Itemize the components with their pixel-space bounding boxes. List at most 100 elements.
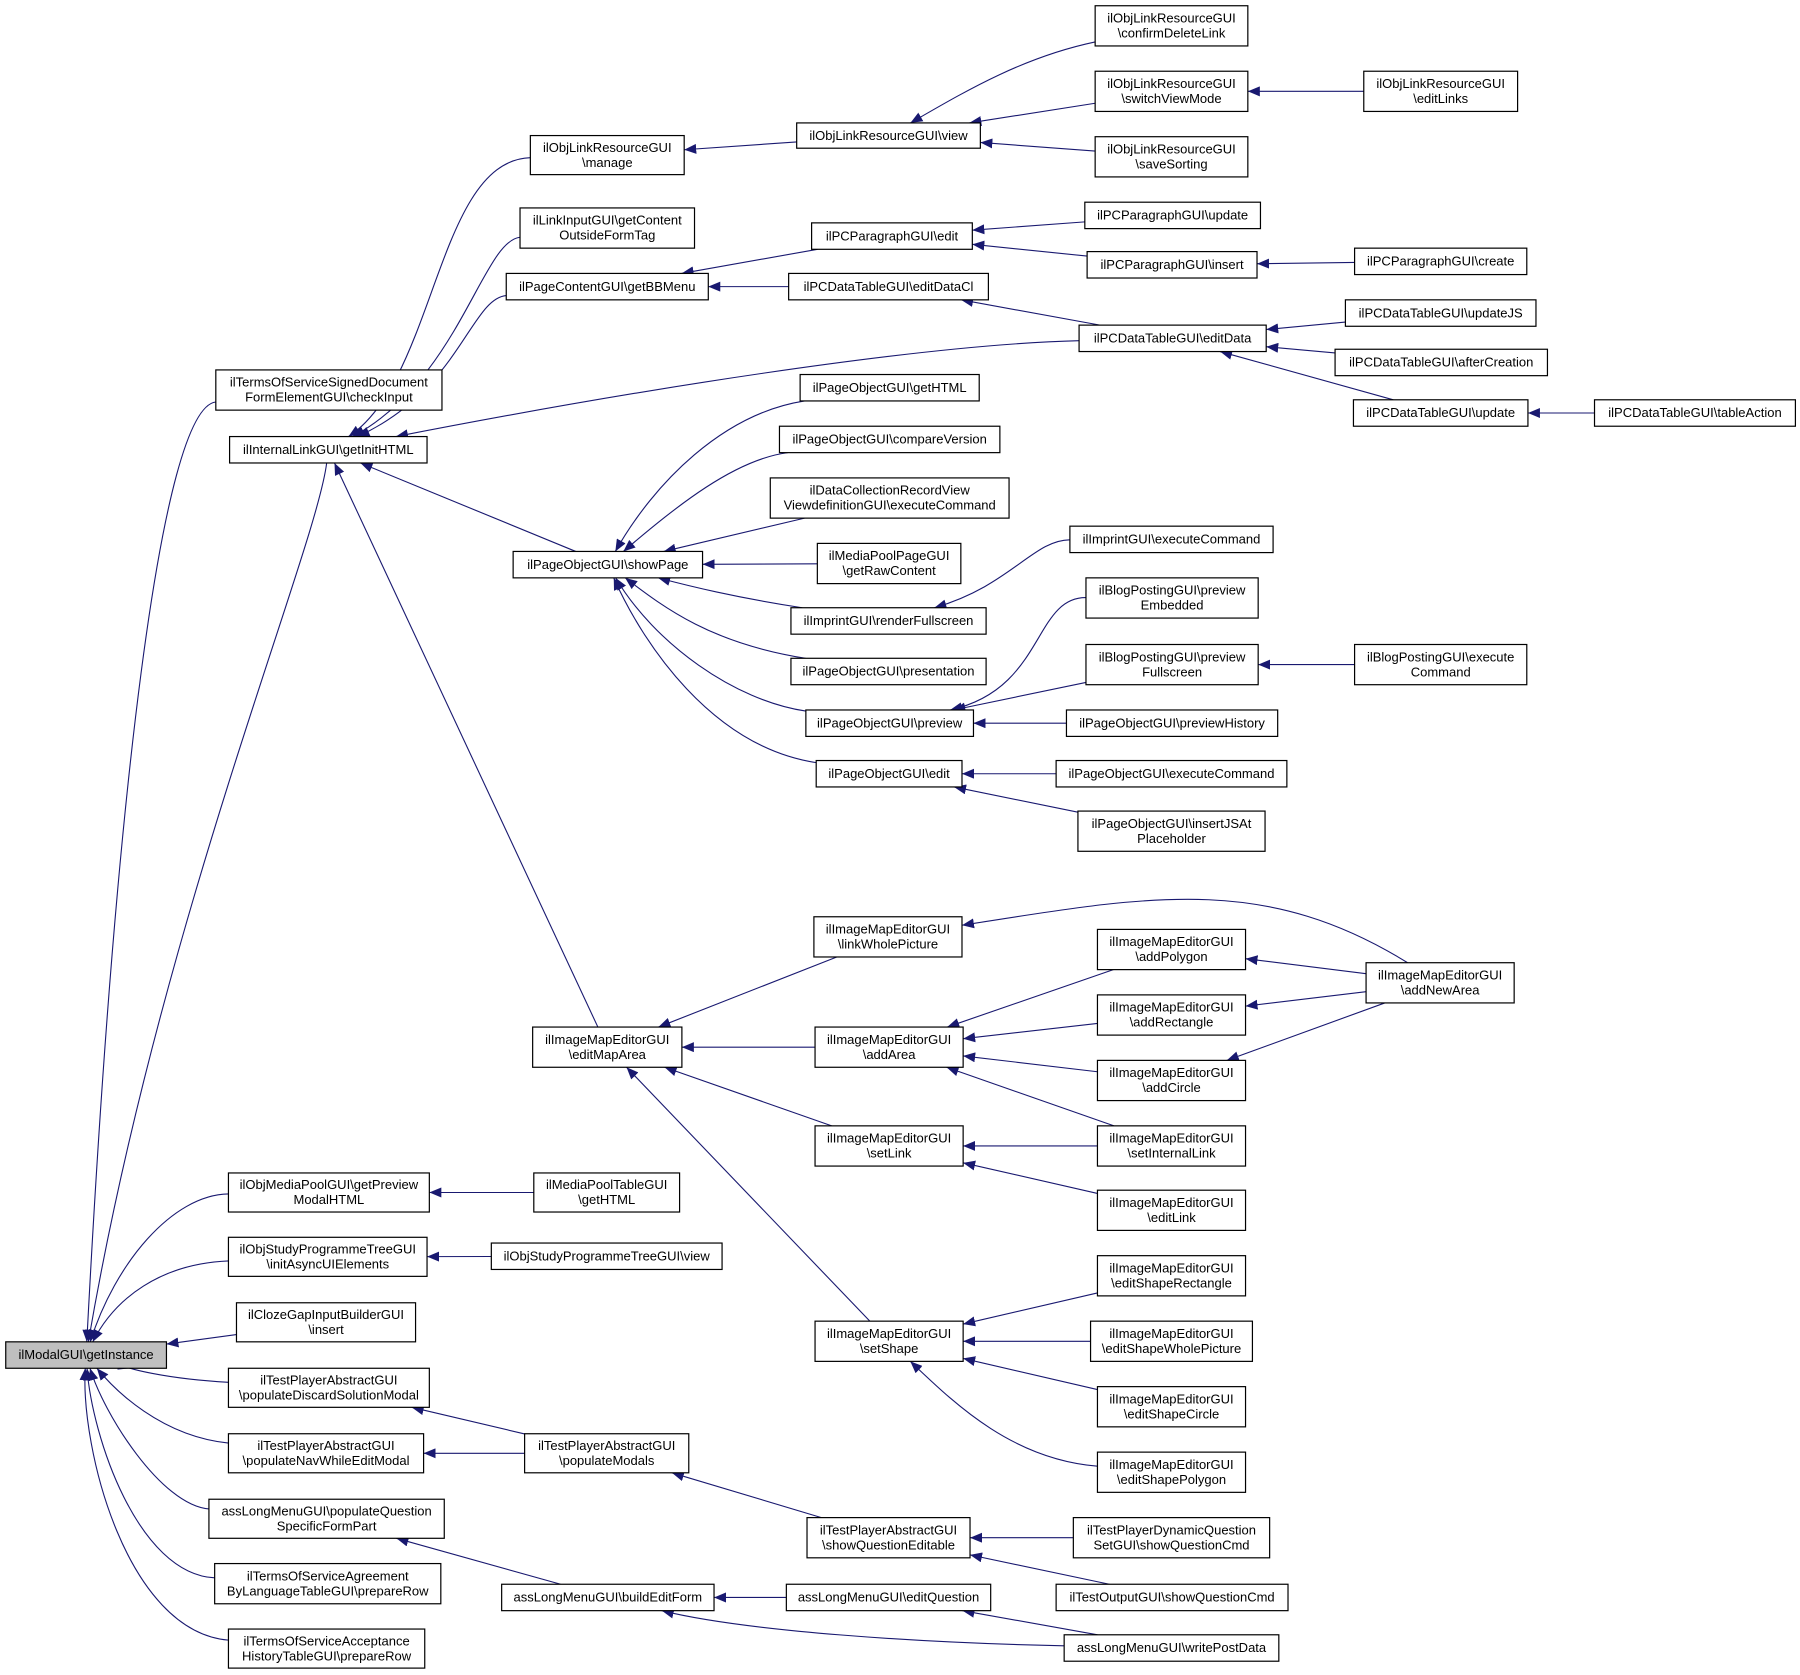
node-cloze[interactable]: ilClozeGapInputBuilderGUI\insert — [235, 1302, 417, 1343]
node-box — [1363, 70, 1519, 113]
node-ime_editmap[interactable]: ilImageMapEditorGUI\editMapArea — [532, 1026, 683, 1068]
call-edge-ime_editmap-to-ilgetinit — [333, 462, 599, 1028]
node-imp_render[interactable]: ilImprintGUI\renderFullscreen — [790, 607, 987, 635]
node-label-line: ilTestPlayerAbstractGUI — [257, 1438, 394, 1453]
node-pcp_create[interactable]: ilPCParagraphGUI\create — [1353, 247, 1528, 276]
node-olr_manage[interactable]: ilObjLinkResourceGUI\manage — [529, 134, 685, 176]
node-pcp_update[interactable]: ilPCParagraphGUI\update — [1084, 201, 1262, 230]
node-olr_edit[interactable]: ilObjLinkResourceGUI\editLinks — [1363, 70, 1519, 113]
node-blog_exec[interactable]: ilBlogPostingGUI\executeCommand — [1353, 643, 1528, 686]
node-label-line: assLongMenuGUI\editQuestion — [798, 1590, 979, 1605]
node-po_show[interactable]: ilPageObjectGUI\showPage — [512, 550, 704, 579]
node-box — [1069, 525, 1274, 554]
node-box — [214, 1562, 442, 1605]
node-label-line: \addRectangle — [1130, 1015, 1214, 1030]
node-box — [227, 1236, 428, 1277]
node-osp_init[interactable]: ilObjStudyProgrammeTreeGUI\initAsyncUIEl… — [227, 1236, 428, 1277]
node-root[interactable]: ilModalGUI\getInstance — [5, 1341, 168, 1369]
node-label-line: \getHTML — [578, 1192, 635, 1207]
node-ime_addrect[interactable]: ilImageMapEditorGUI\addRectangle — [1096, 994, 1247, 1036]
node-po_gethtml[interactable]: ilPageObjectGUI\getHTML — [799, 373, 980, 402]
node-pcp_edit[interactable]: ilPCParagraphGUI\edit — [811, 222, 973, 250]
node-ime_setlink[interactable]: ilImageMapEditorGUI\setLink — [814, 1125, 964, 1167]
node-tpa_nav[interactable]: ilTestPlayerAbstractGUI\populateNavWhile… — [227, 1433, 425, 1474]
node-alm_build[interactable]: assLongMenuGUI\buildEditForm — [501, 1583, 715, 1612]
node-label-line: SetGUI\showQuestionCmd — [1093, 1537, 1249, 1552]
node-olr_confirm[interactable]: ilObjLinkResourceGUI\confirmDeleteLink — [1094, 5, 1249, 47]
node-box — [1096, 1125, 1247, 1167]
node-alm_populate[interactable]: assLongMenuGUI\populateQuestionSpecificF… — [208, 1498, 445, 1539]
node-pcdt_editdata[interactable]: ilPCDataTableGUI\editData — [1078, 324, 1267, 353]
node-ime_setshape[interactable]: ilImageMapEditorGUI\setShape — [814, 1320, 964, 1362]
node-po_present[interactable]: ilPageObjectGUI\presentation — [790, 657, 987, 686]
node-ime_escircle[interactable]: ilImageMapEditorGUI\editShapeCircle — [1096, 1386, 1247, 1428]
node-tos_accept[interactable]: ilTermsOfServiceAcceptanceHistoryTableGU… — [227, 1628, 426, 1669]
node-dcr[interactable]: ilDataCollectionRecordViewViewdefinition… — [769, 477, 1010, 519]
node-ime_addarea[interactable]: ilImageMapEditorGUI\addArea — [814, 1026, 964, 1068]
node-pcdt_updatejs[interactable]: ilPCDataTableGUI\updateJS — [1344, 299, 1537, 327]
node-box — [796, 122, 981, 149]
node-osp_view[interactable]: ilObjStudyProgrammeTreeGUI\view — [490, 1242, 723, 1271]
node-mpp[interactable]: ilMediaPoolPageGUI\getRawContent — [816, 542, 962, 585]
node-label-line: \addArea — [863, 1047, 917, 1062]
node-pcdt_table[interactable]: ilPCDataTableGUI\tableAction — [1593, 399, 1797, 427]
node-label-line: ilTestOutputGUI\showQuestionCmd — [1069, 1590, 1274, 1605]
node-box — [1094, 5, 1249, 47]
node-tpa_discard[interactable]: ilTestPlayerAbstractGUI\populateDiscardS… — [227, 1367, 430, 1408]
node-olr_switch[interactable]: ilObjLinkResourceGUI\switchViewMode — [1094, 70, 1249, 113]
node-ilgetinit[interactable]: ilInternalLinkGUI\getInitHTML — [228, 435, 428, 464]
node-po_exec[interactable]: ilPageObjectGUI\executeCommand — [1055, 759, 1288, 788]
node-ime_addcircle[interactable]: ilImageMapEditorGUI\addCircle — [1096, 1059, 1247, 1102]
node-alm_write[interactable]: assLongMenuGUI\writePostData — [1063, 1634, 1280, 1662]
node-olr_save[interactable]: ilObjLinkResourceGUI\saveSorting — [1094, 136, 1249, 178]
node-pcg_bb[interactable]: ilPageContentGUI\getBBMenu — [505, 272, 709, 301]
node-po_preview[interactable]: ilPageObjectGUI\preview — [805, 709, 975, 738]
node-tos_agree[interactable]: ilTermsOfServiceAgreementByLanguageTable… — [214, 1562, 442, 1605]
node-ime_addnew[interactable]: ilImageMapEditorGUI\addNewArea — [1365, 962, 1515, 1004]
node-label-line: ilImageMapEditorGUI — [1109, 1065, 1233, 1080]
node-pcdt_editcl[interactable]: ilPCDataTableGUI\editDataCl — [788, 272, 989, 301]
node-label-line: ilClozeGapInputBuilderGUI — [248, 1307, 404, 1322]
call-edge-alm_write-to-alm_build — [661, 1608, 1065, 1647]
node-tpd[interactable]: ilTestPlayerDynamicQuestionSetGUI\showQu… — [1072, 1517, 1271, 1559]
node-box — [1055, 1583, 1289, 1612]
node-olr_view[interactable]: ilObjLinkResourceGUI\view — [796, 122, 981, 149]
node-label-line: ilImageMapEditorGUI — [1378, 968, 1502, 983]
node-ime_linkwhole[interactable]: ilImageMapEditorGUI\linkWholePicture — [813, 916, 963, 958]
node-ime_editlink[interactable]: ilImageMapEditorGUI\editLink — [1096, 1189, 1247, 1232]
node-alm_editq[interactable]: assLongMenuGUI\editQuestion — [785, 1583, 992, 1612]
node-ime_setinternal[interactable]: ilImageMapEditorGUI\setInternalLink — [1096, 1125, 1247, 1167]
node-mpt[interactable]: ilMediaPoolTableGUI\getHTML — [533, 1172, 681, 1213]
node-label-line: \addCircle — [1142, 1080, 1201, 1095]
node-label-line: ilPCDataTableGUI\afterCreation — [1349, 355, 1533, 370]
node-ime_esrect[interactable]: ilImageMapEditorGUI\editShapeRectangle — [1096, 1255, 1247, 1297]
node-label-line: ilLinkInputGUI\getContent — [533, 213, 682, 228]
node-ime_eswhole[interactable]: ilImageMapEditorGUI\editShapeWholePictur… — [1089, 1320, 1254, 1362]
call-edge-blog_full-to-po_preview — [953, 681, 1087, 713]
node-tpa_modals[interactable]: ilTestPlayerAbstractGUI\populateModals — [524, 1433, 690, 1474]
node-box — [1085, 643, 1259, 686]
node-label-line: \initAsyncUIElements — [266, 1257, 389, 1272]
node-box — [215, 369, 443, 411]
node-pcdt_update[interactable]: ilPCDataTableGUI\update — [1352, 399, 1529, 427]
node-tpa_show[interactable]: ilTestPlayerAbstractGUI\showQuestionEdit… — [806, 1517, 971, 1559]
node-label-line: ilImageMapEditorGUI — [1109, 1131, 1233, 1146]
call-edge-pcp_edit-to-pcg_bb — [681, 248, 818, 277]
node-po_compare[interactable]: ilPageObjectGUI\compareVersion — [778, 425, 1001, 454]
node-pcdt_after[interactable]: ilPCDataTableGUI\afterCreation — [1334, 348, 1549, 377]
node-po_prevhist[interactable]: ilPageObjectGUI\previewHistory — [1065, 709, 1279, 738]
node-imp_exec[interactable]: ilImprintGUI\executeCommand — [1069, 525, 1274, 554]
node-tout[interactable]: ilTestOutputGUI\showQuestionCmd — [1055, 1583, 1289, 1612]
node-box — [1353, 643, 1528, 686]
node-pcp_insert[interactable]: ilPCParagraphGUI\insert — [1086, 250, 1258, 279]
node-po_edit[interactable]: ilPageObjectGUI\edit — [815, 759, 963, 788]
node-label-line: \setLink — [867, 1146, 912, 1161]
node-ime_addpoly[interactable]: ilImageMapEditorGUI\addPolygon — [1096, 928, 1247, 971]
node-ime_espoly[interactable]: ilImageMapEditorGUI\editShapePolygon — [1096, 1451, 1247, 1493]
node-tos_signed[interactable]: ilTermsOfServiceSignedDocumentFormElemen… — [215, 369, 443, 411]
